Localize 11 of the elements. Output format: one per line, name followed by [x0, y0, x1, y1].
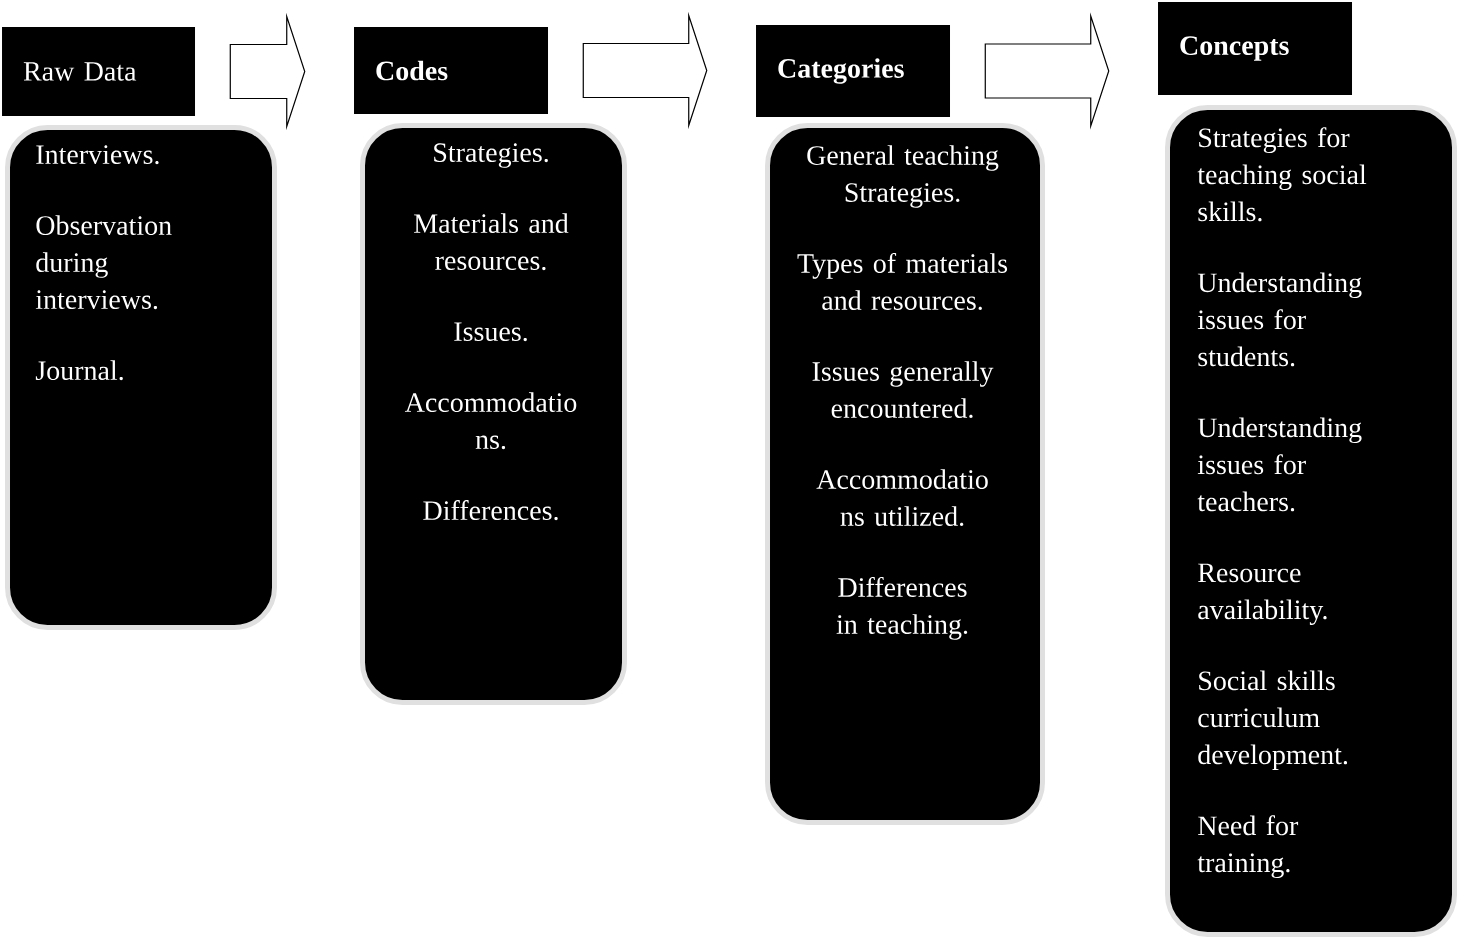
header-box: Concepts [1158, 2, 1352, 95]
header-box: Codes [354, 27, 548, 114]
rounded-text-box: Interviews. Observation during interviews. Journal. [5, 125, 277, 630]
header-box: Categories [756, 25, 950, 117]
header-box: Raw Data [2, 27, 195, 116]
rounded-text-box: Strategies. Materials and resources. Issues. Accommodatio ns. Differences. [360, 123, 627, 705]
block-arrow [582, 11, 708, 130]
block-arrow [229, 12, 306, 131]
rounded-text-box: Strategies for teaching social skills. Understanding issues for students. Understanding issues for teachers. Resource availability. Social skills curriculum development. Need for training. [1165, 105, 1457, 937]
block-arrow [984, 12, 1110, 130]
rounded-text-box: General teaching Strategies. Types of materials and resources. Issues generally encountered. Accommodatio ns utilized. Differences in teaching. [765, 123, 1045, 825]
